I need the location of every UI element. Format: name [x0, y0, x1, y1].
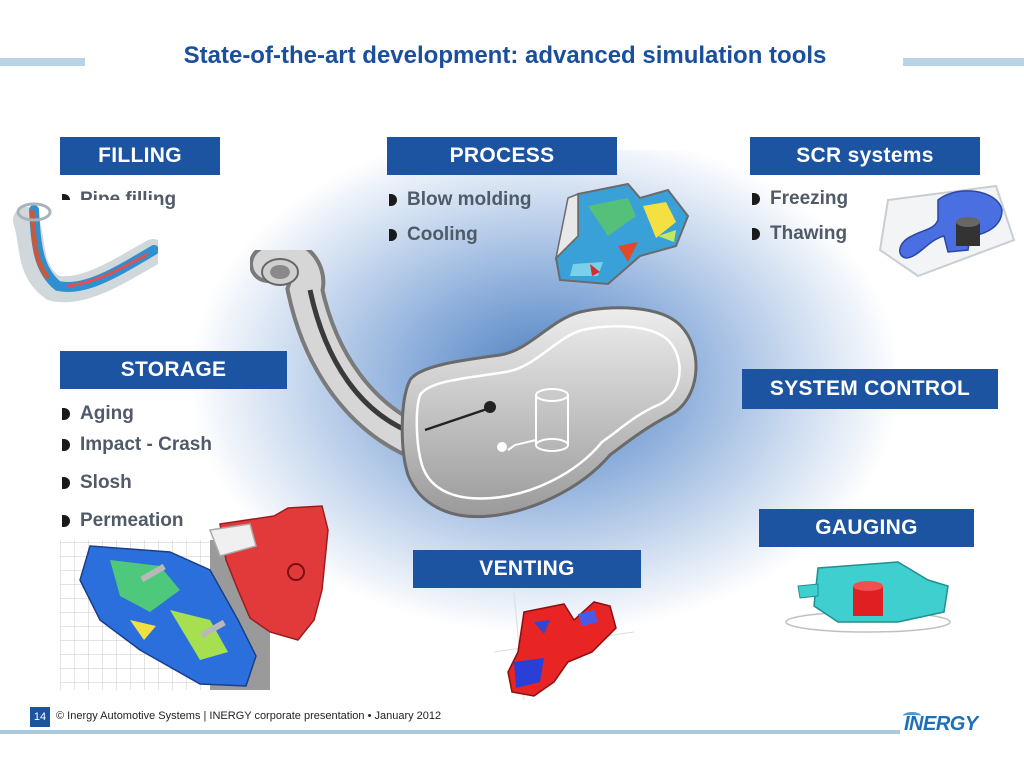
bullet-text: Blow molding	[407, 189, 532, 210]
list-item: Freezing	[752, 188, 848, 210]
gauging-image	[785, 561, 951, 633]
bullet-text: Permeation	[80, 510, 184, 531]
tank-body	[400, 306, 698, 519]
bullet-marker	[752, 193, 760, 205]
title-rule-right	[903, 58, 1024, 66]
page-title: State-of-the-art development: advanced s…	[183, 42, 827, 69]
list-item: Aging	[62, 403, 134, 425]
bullet-text: Aging	[80, 403, 134, 424]
bullet-text: Cooling	[407, 224, 478, 245]
footer-rule	[0, 730, 900, 734]
pipe-filling-image	[8, 200, 158, 305]
scr-label: SCR systems	[750, 137, 980, 175]
company-logo: INERGY	[904, 713, 978, 735]
logo-swoosh-icon	[903, 712, 921, 720]
list-item: Slosh	[62, 472, 132, 494]
process-label: PROCESS	[387, 137, 617, 175]
list-item: Blow molding	[389, 189, 532, 211]
storage-aging-image	[60, 505, 329, 690]
bullet-marker	[62, 477, 70, 489]
bullet-marker	[752, 228, 760, 240]
system-control-label: SYSTEM CONTROL	[742, 369, 998, 409]
page-number: 14	[30, 707, 50, 727]
venting-label: VENTING	[413, 550, 641, 588]
list-item: Permeation	[62, 510, 183, 532]
bullet-text: Slosh	[80, 472, 132, 493]
bullet-marker	[62, 408, 70, 420]
bullet-marker	[389, 229, 397, 241]
venting-image	[494, 592, 634, 700]
bullet-marker	[62, 439, 70, 451]
bullet-text: Freezing	[770, 188, 849, 209]
bullet-marker	[389, 194, 397, 206]
bullet-text: Impact - Crash	[80, 434, 212, 455]
blow-molding-image	[554, 182, 690, 286]
list-item: Thawing	[752, 223, 847, 245]
filling-label: FILLING	[60, 137, 220, 175]
list-item: Cooling	[389, 224, 478, 246]
footer-copyright: © Inergy Automotive Systems | INERGY cor…	[56, 710, 442, 722]
title-rule-left	[0, 58, 85, 66]
fuel-tank-diagram	[250, 250, 698, 519]
storage-label: STORAGE	[60, 351, 287, 389]
gauging-label: GAUGING	[759, 509, 974, 547]
bullet-marker	[62, 515, 70, 527]
bullet-text: Thawing	[770, 223, 848, 244]
scr-freezing-image	[878, 184, 1016, 278]
list-item: Impact - Crash	[62, 434, 212, 456]
